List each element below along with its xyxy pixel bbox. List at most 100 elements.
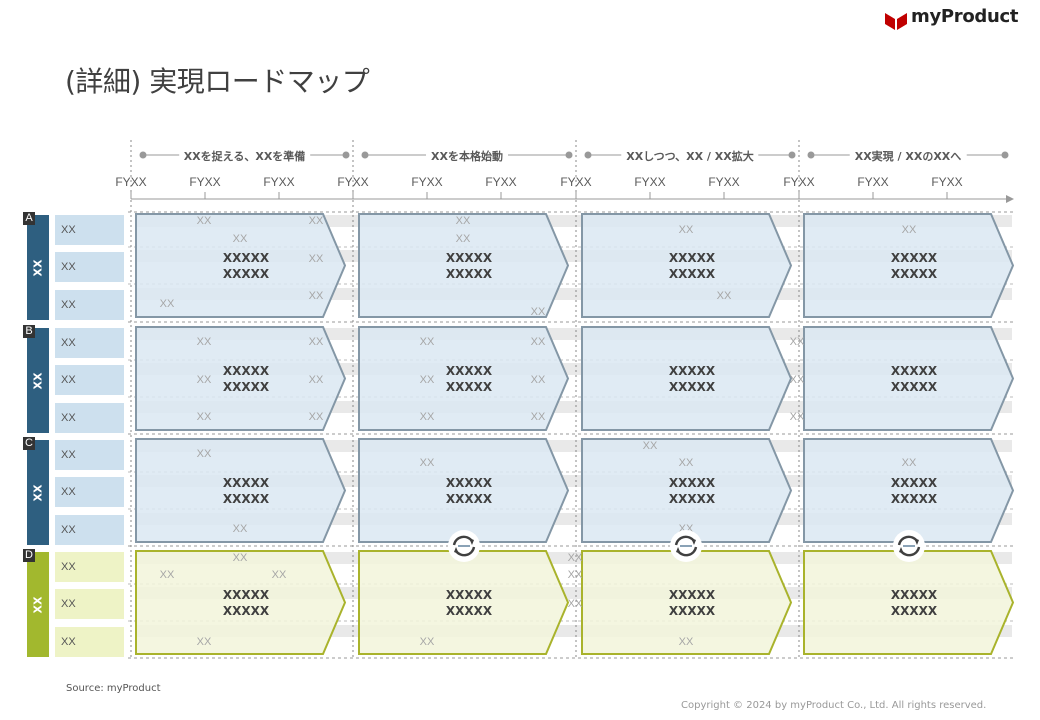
row-label: XX	[31, 372, 45, 389]
placeholder-label: XX	[308, 411, 324, 423]
chevron-text-line: XXXXX	[890, 587, 938, 602]
timeline-arrowhead	[1006, 195, 1014, 203]
row-label: XX	[31, 596, 45, 613]
timeline-bar	[136, 288, 1012, 300]
fiscal-year-label: FYXX	[263, 175, 295, 189]
sub-row-label: XX	[55, 477, 124, 507]
roadmap-chevron	[581, 326, 793, 431]
roadmap-chevron	[581, 550, 793, 655]
row-label: XX	[31, 484, 45, 501]
placeholder-label: XX	[789, 374, 805, 386]
sub-row-label: XX	[55, 290, 124, 320]
placeholder-label: XX	[196, 448, 212, 460]
placeholder-label: XX	[530, 411, 546, 423]
row-badge: B	[23, 325, 35, 338]
row-band: XX	[27, 552, 49, 657]
placeholder-label: XX	[419, 374, 435, 386]
page-title: (詳細) 実現ロードマップ	[65, 65, 370, 98]
sub-row-label: XX	[55, 440, 124, 470]
fiscal-year-label: FYXX	[411, 175, 443, 189]
chevron-text-line: XXXXX	[890, 475, 938, 490]
fiscal-year-label: FYXX	[115, 175, 147, 189]
placeholder-label: XX	[567, 552, 583, 564]
fiscal-year-label: FYXX	[560, 175, 592, 189]
timeline-bar	[136, 215, 1012, 227]
row-band: XX	[27, 440, 49, 545]
fiscal-year-label: FYXX	[189, 175, 221, 189]
placeholder-label: XX	[789, 336, 805, 348]
placeholder-label: XX	[530, 374, 546, 386]
roadmap-chevron	[358, 550, 570, 655]
roadmap-chevron	[803, 326, 1015, 431]
timeline-bar	[136, 625, 1012, 637]
placeholder-label: XX	[567, 569, 583, 581]
phase-label: XXしつつ、XX / XX拡大	[621, 148, 759, 164]
chevron-text-line: XXXXX	[890, 379, 938, 394]
placeholder-label: XX	[232, 552, 248, 564]
sub-row-label: XX	[55, 252, 124, 282]
placeholder-label: XX	[308, 374, 324, 386]
timeline-bar	[136, 440, 1012, 452]
chevron-text-line: XXXXX	[445, 603, 493, 618]
row-badge: A	[23, 212, 35, 225]
placeholder-label: XX	[642, 440, 658, 452]
timeline-bar	[136, 363, 1012, 375]
chevron-text-line: XXXXX	[890, 603, 938, 618]
roadmap-chevron	[581, 213, 793, 318]
phase-end-dot	[342, 151, 350, 159]
placeholder-label: XX	[232, 523, 248, 535]
phase-end-dot	[788, 151, 796, 159]
row-label: XX	[31, 259, 45, 276]
placeholder-label: XX	[196, 636, 212, 648]
chevron-text-line: XXXXX	[445, 379, 493, 394]
placeholder-label: XX	[308, 290, 324, 302]
chevron-text-line: XXXXX	[890, 250, 938, 265]
brand-mark-icon	[885, 13, 907, 30]
fiscal-year-label: FYXX	[708, 175, 740, 189]
placeholder-label: XX	[789, 411, 805, 423]
row-badge: C	[23, 437, 35, 450]
chevron-text-line: XXXXX	[668, 363, 716, 378]
placeholder-label: XX	[196, 374, 212, 386]
sub-row-label: XX	[55, 215, 124, 245]
sub-row-label: XX	[55, 627, 124, 657]
placeholder-label: XX	[678, 457, 694, 469]
roadmap-chevron	[803, 213, 1015, 318]
chevron-text-line: XXXXX	[668, 266, 716, 281]
timeline-bar	[136, 328, 1012, 340]
chevron-text-line: XXXXX	[890, 266, 938, 281]
roadmap-chevron	[135, 550, 347, 655]
chevron-text-line: XXXXX	[668, 250, 716, 265]
chevron-text-line: XXXXX	[445, 266, 493, 281]
source-note: Source: myProduct	[66, 683, 161, 694]
chevron-text-line: XXXXX	[890, 491, 938, 506]
phase-start-dot	[139, 151, 147, 159]
phase-start-dot	[361, 151, 369, 159]
placeholder-label: XX	[159, 569, 175, 581]
chevron-text-line: XXXXX	[222, 475, 270, 490]
brand-logo	[885, 13, 907, 30]
roadmap-chevron	[358, 326, 570, 431]
chevron-text-line: XXXXX	[445, 491, 493, 506]
cycle-arrows-icon	[448, 530, 480, 562]
placeholder-label: XX	[196, 336, 212, 348]
placeholder-label: XX	[196, 215, 212, 227]
placeholder-label: XX	[678, 636, 694, 648]
roadmap-chevron	[803, 438, 1015, 543]
chevron-text-line: XXXXX	[222, 587, 270, 602]
sub-row-label: XX	[55, 552, 124, 582]
placeholder-label: XX	[271, 569, 287, 581]
placeholder-label: XX	[716, 290, 732, 302]
chevron-text-line: XXXXX	[222, 266, 270, 281]
phase-label: XXを捉える、XXを準備	[178, 148, 311, 164]
placeholder-label: XX	[455, 215, 471, 227]
roadmap-chevron	[358, 438, 570, 543]
